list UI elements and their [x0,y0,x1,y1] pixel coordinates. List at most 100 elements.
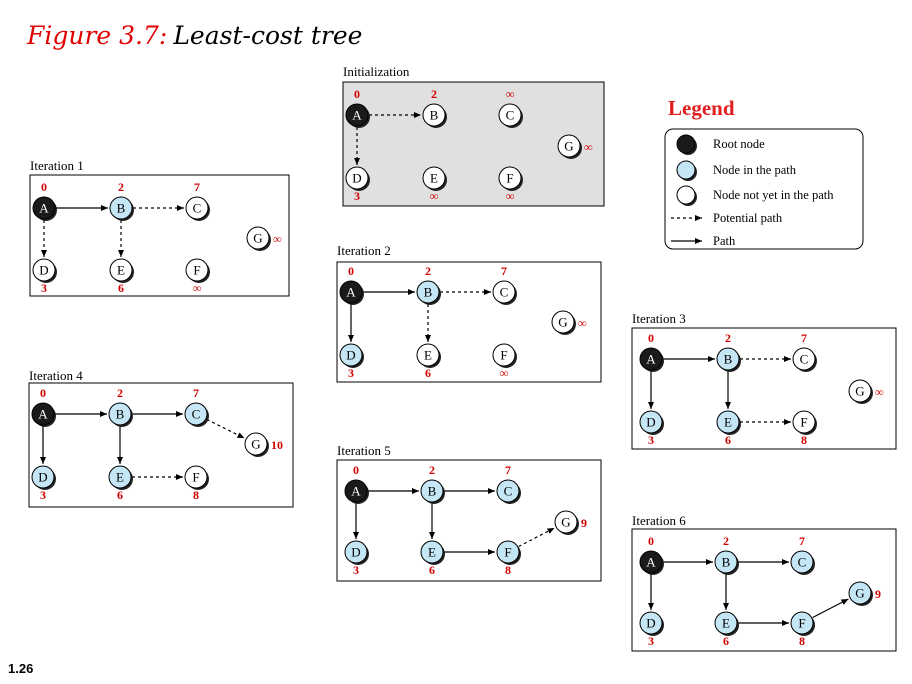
node-letter: C [504,484,513,499]
node-circle [639,347,663,371]
node-B: B2 [420,463,445,504]
node-letter: G [564,139,573,154]
node-letter: A [646,555,656,570]
node-D: D3 [639,611,664,648]
node-G: G∞ [557,134,593,159]
node-cost-C: 7 [505,463,511,477]
node-circle [639,410,663,434]
node-cost-B: 2 [723,534,729,548]
node-circle [109,258,133,282]
node-cost-B: 2 [425,264,431,278]
panel-label: Iteration 6 [632,513,686,528]
node-circle [344,479,368,503]
node-circle [422,103,446,127]
node-B: B2 [108,386,133,427]
node-letter: B [428,484,437,499]
node-circle [790,550,814,574]
node-letter: D [352,171,361,186]
node-D: D3 [32,258,57,295]
node-letter: F [500,348,507,363]
node-cost-A: 0 [41,180,47,194]
node-cost-E: ∞ [430,189,439,203]
node-G: G∞ [246,226,282,251]
node-C: C7 [492,264,517,305]
panel-label: Initialization [343,64,410,79]
node-cost-F: 8 [505,563,511,577]
node-circle [416,343,440,367]
legend-label: Path [713,234,736,248]
node-cost-C: 7 [801,331,807,345]
node-E: E6 [420,540,445,577]
node-cost-G: ∞ [578,316,587,330]
node-A: A0 [339,264,364,305]
node-cost-F: ∞ [193,281,202,295]
node-letter: C [192,407,201,422]
node-cost-G: 9 [875,587,881,601]
node-cost-G: ∞ [273,232,282,246]
node-letter: A [38,407,48,422]
node-D: D3 [345,166,370,203]
node-letter: E [424,348,432,363]
node-E: E6 [109,258,134,295]
node-circle [32,258,56,282]
node-F: F∞ [185,258,210,295]
node-E: E6 [716,410,741,447]
node-circle [108,402,132,426]
node-cost-C: 7 [194,180,200,194]
node-letter: C [500,285,509,300]
panel-label: Iteration 1 [30,158,84,173]
node-circle [185,196,209,220]
node-cost-B: 2 [118,180,124,194]
node-cost-C: ∞ [506,87,515,101]
node-circle [790,611,814,635]
node-cost-B: 2 [117,386,123,400]
node-cost-E: 6 [725,433,731,447]
node-D: D3 [344,540,369,577]
node-G: G∞ [848,379,884,404]
node-A: A0 [639,534,664,575]
node-F: F∞ [492,343,517,380]
node-E: E∞ [422,166,447,203]
node-C: C7 [792,331,817,372]
legend-item-path: Path [671,234,736,248]
node-cost-E: 6 [118,281,124,295]
node-C: C∞ [498,87,523,128]
node-cost-G: 9 [581,516,587,530]
node-cost-A: 0 [648,534,654,548]
node-cost-F: 8 [799,634,805,648]
node-circle [345,166,369,190]
panel-label: Iteration 4 [29,368,83,383]
legend-title: Legend [668,96,735,120]
node-cost-A: 0 [348,264,354,278]
node-circle [496,540,520,564]
node-letter: F [798,616,805,631]
node-letter: F [506,171,513,186]
node-letter: D [346,348,355,363]
node-cost-B: 2 [431,87,437,101]
path-edge-F-G [812,598,849,619]
node-letter: B [116,407,125,422]
node-letter: E [722,616,730,631]
node-cost-F: 8 [193,488,199,502]
node-circle [416,280,440,304]
node-letter: G [558,315,567,330]
legend-item-root: Root node [676,134,765,155]
node-cost-A: 0 [354,87,360,101]
node-circle [184,465,208,489]
node-D: D3 [339,343,364,380]
node-C: C7 [185,180,210,221]
node-circle [714,550,738,574]
node-letter: C [506,108,515,123]
node-letter: D [39,263,48,278]
node-circle [848,379,872,403]
node-cost-G: 10 [271,438,283,452]
node-letter: B [724,352,733,367]
node-cost-D: 3 [40,488,46,502]
